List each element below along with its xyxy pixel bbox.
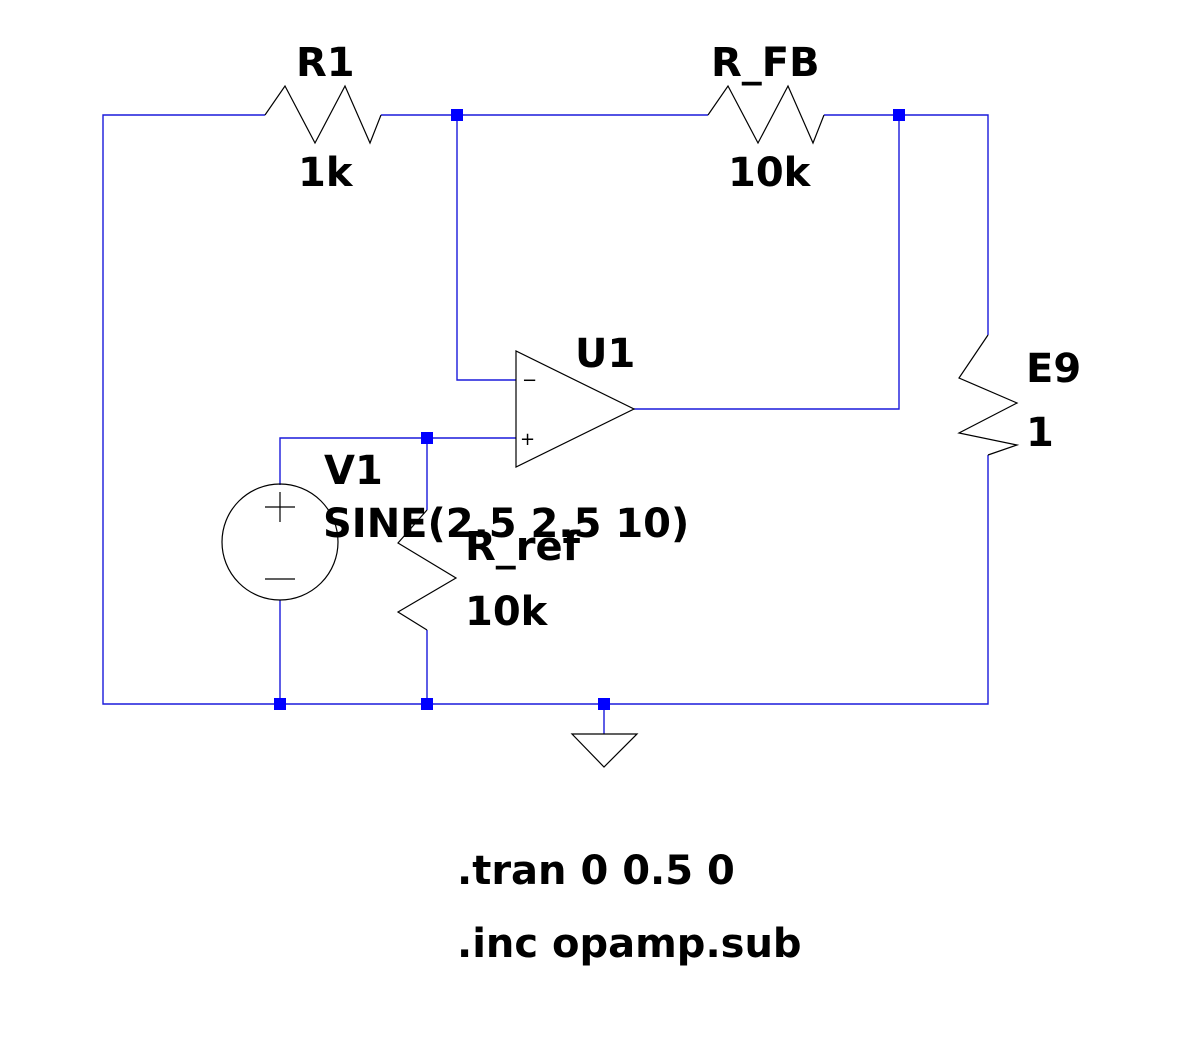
r1-name-label: R1 [296, 40, 355, 86]
junction-noninv [421, 432, 433, 444]
junction-rfb-output [893, 109, 905, 121]
junctions [274, 109, 905, 710]
junction-r1-rfb [451, 109, 463, 121]
rfb-name-label: R_FB [711, 40, 820, 86]
junction-rref-ground [421, 698, 433, 710]
resistor-r-fb[interactable] [707, 84, 825, 145]
tran-directive[interactable]: .tran 0 0.5 0 [457, 848, 735, 894]
rfb-value-label: 10k [728, 150, 812, 196]
opamp-noninverting-pin-label: + [520, 429, 535, 450]
junction-ground [598, 698, 610, 710]
voltage-source-v1[interactable] [221, 483, 339, 601]
wire-rfb-right [824, 114, 989, 335]
rref-value-label: 10k [465, 589, 549, 635]
rref-name-label: R_ref [465, 524, 581, 570]
resistor-e9[interactable] [957, 334, 1020, 456]
junction-v1-ground [274, 698, 286, 710]
e9-name-label: E9 [1026, 346, 1081, 392]
resistor-r1[interactable] [264, 84, 382, 145]
opamp-u1[interactable]: − + [515, 350, 636, 468]
resistor-r-ref[interactable] [396, 509, 458, 631]
ground-symbol-icon [570, 733, 639, 768]
v1-value-label: SINE(2.5 2.5 10) [323, 501, 689, 547]
opamp-triangle [515, 350, 636, 468]
voltage-source-icon [221, 483, 339, 601]
u1-name-label: U1 [575, 331, 635, 377]
opamp-inverting-pin-label: − [522, 370, 537, 391]
wires [102, 114, 989, 734]
r1-value-label: 1k [298, 150, 354, 196]
include-directive[interactable]: .inc opamp.sub [457, 921, 802, 967]
wire-inv-input [456, 115, 516, 381]
wire-left-loop [102, 114, 280, 705]
e9-value-label: 1 [1026, 410, 1054, 456]
v1-name-label: V1 [324, 448, 383, 494]
wire-output [634, 115, 900, 410]
wire-noninv-input [279, 437, 516, 485]
wire-e9-bottom [280, 455, 989, 705]
